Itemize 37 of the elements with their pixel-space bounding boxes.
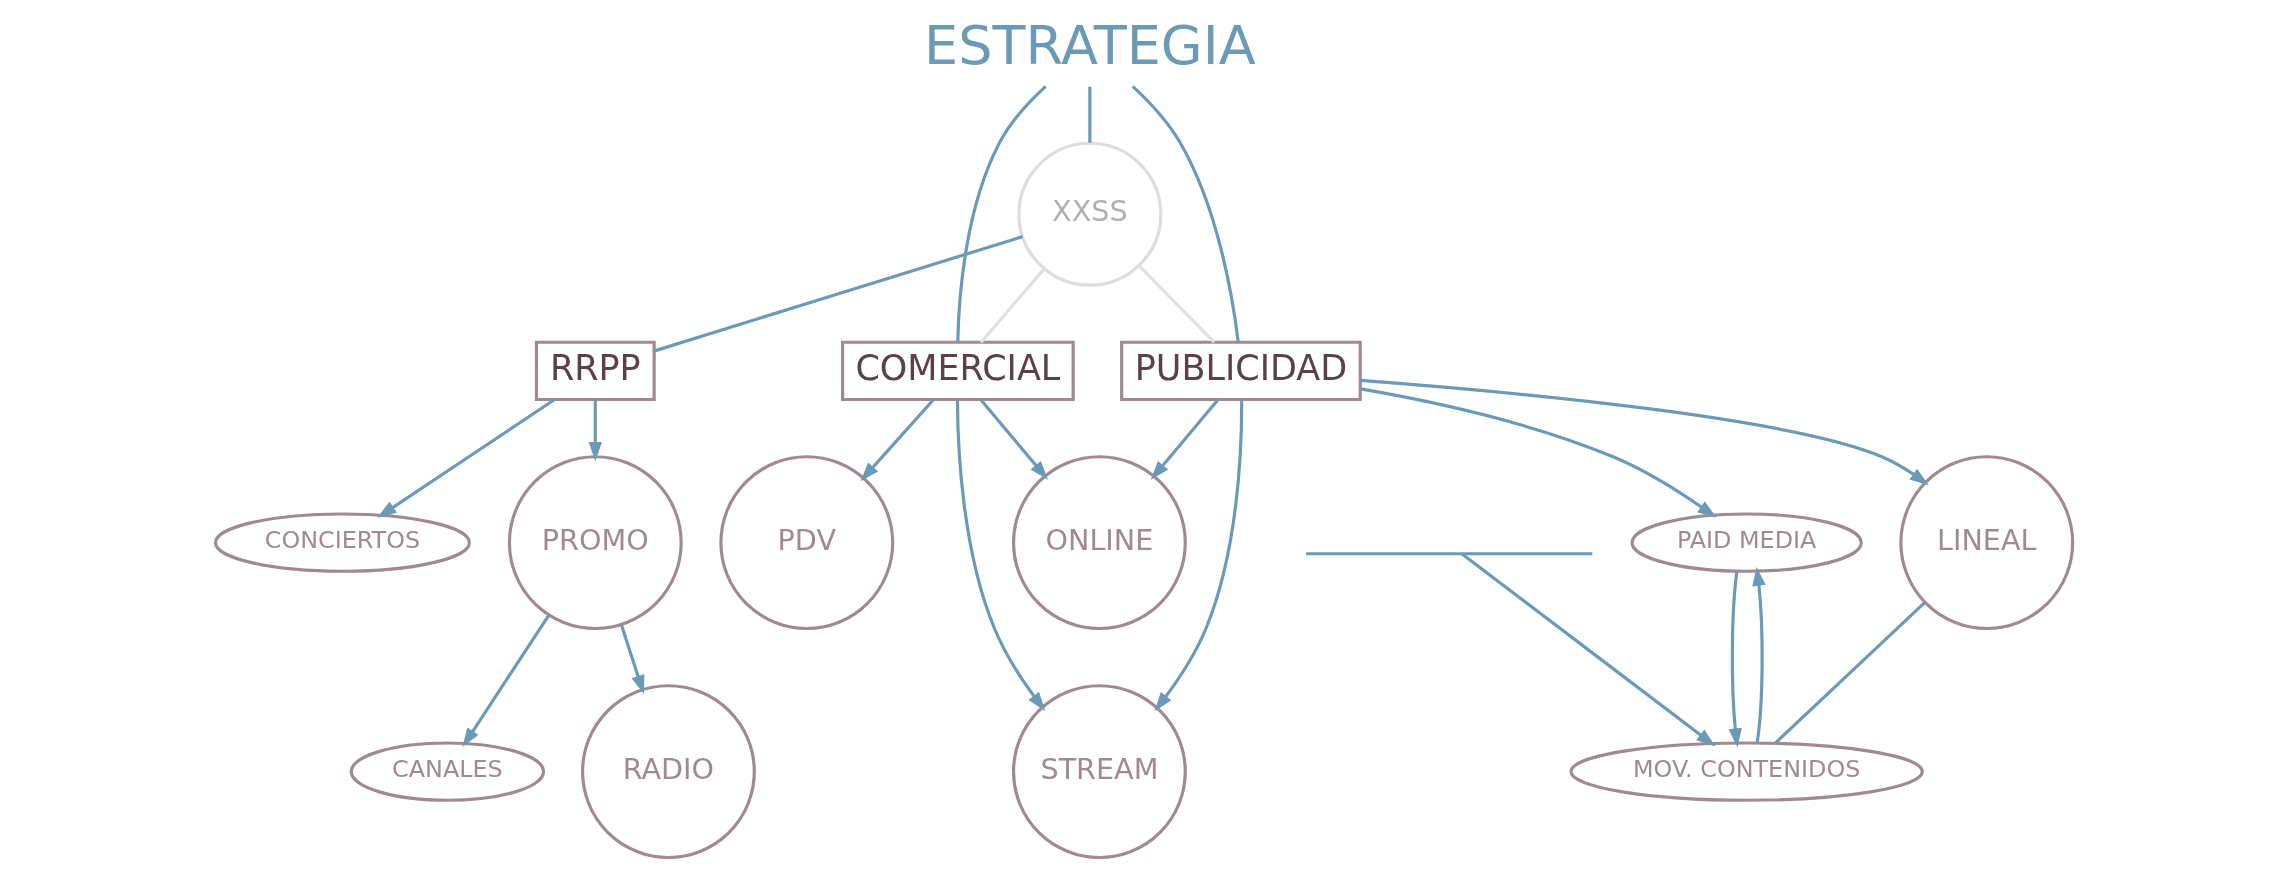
connector bbox=[1137, 264, 1216, 344]
node-circle: ONLINE bbox=[1011, 455, 1187, 631]
arrow bbox=[860, 398, 935, 482]
arrow bbox=[1360, 387, 1717, 518]
arrow bbox=[1154, 399, 1244, 712]
node-bracket bbox=[1306, 552, 1593, 556]
node-circle: PDV bbox=[719, 455, 895, 631]
connector bbox=[956, 85, 1047, 342]
connector bbox=[1774, 601, 1927, 744]
node-ellipse: CANALES bbox=[349, 741, 546, 802]
node-box: RRPP bbox=[534, 340, 656, 402]
arrow bbox=[1360, 378, 1929, 486]
node-box: PUBLICIDAD bbox=[1120, 340, 1362, 402]
connector bbox=[979, 267, 1046, 344]
arrow bbox=[588, 399, 602, 462]
node-box: COMERCIAL bbox=[841, 340, 1075, 402]
connector bbox=[1088, 86, 1092, 143]
node-circle: STREAM bbox=[1011, 684, 1187, 860]
arrow bbox=[462, 614, 551, 748]
node-ellipse: MOV. CONTENIDOS bbox=[1569, 741, 1924, 802]
node-text: ESTRATEGIA bbox=[924, 14, 1256, 78]
node-circle: RADIO bbox=[581, 684, 756, 860]
node-ellipse: PAID MEDIA bbox=[1630, 512, 1863, 573]
node-ellipse: CONCIERTOS bbox=[213, 512, 471, 573]
arrow bbox=[1461, 552, 1716, 747]
connector bbox=[654, 235, 1024, 353]
node-circle: PROMO bbox=[507, 455, 683, 631]
connector bbox=[1131, 85, 1240, 343]
arrow bbox=[1728, 571, 1742, 748]
arrow bbox=[955, 399, 1046, 712]
arrow bbox=[1752, 566, 1766, 743]
node-circle: XXSS bbox=[1017, 141, 1163, 287]
arrow bbox=[979, 398, 1049, 480]
node-circle: LINEAL bbox=[1899, 455, 2075, 631]
arrow bbox=[620, 624, 645, 695]
arrow bbox=[377, 398, 556, 518]
arrow bbox=[1150, 398, 1220, 480]
